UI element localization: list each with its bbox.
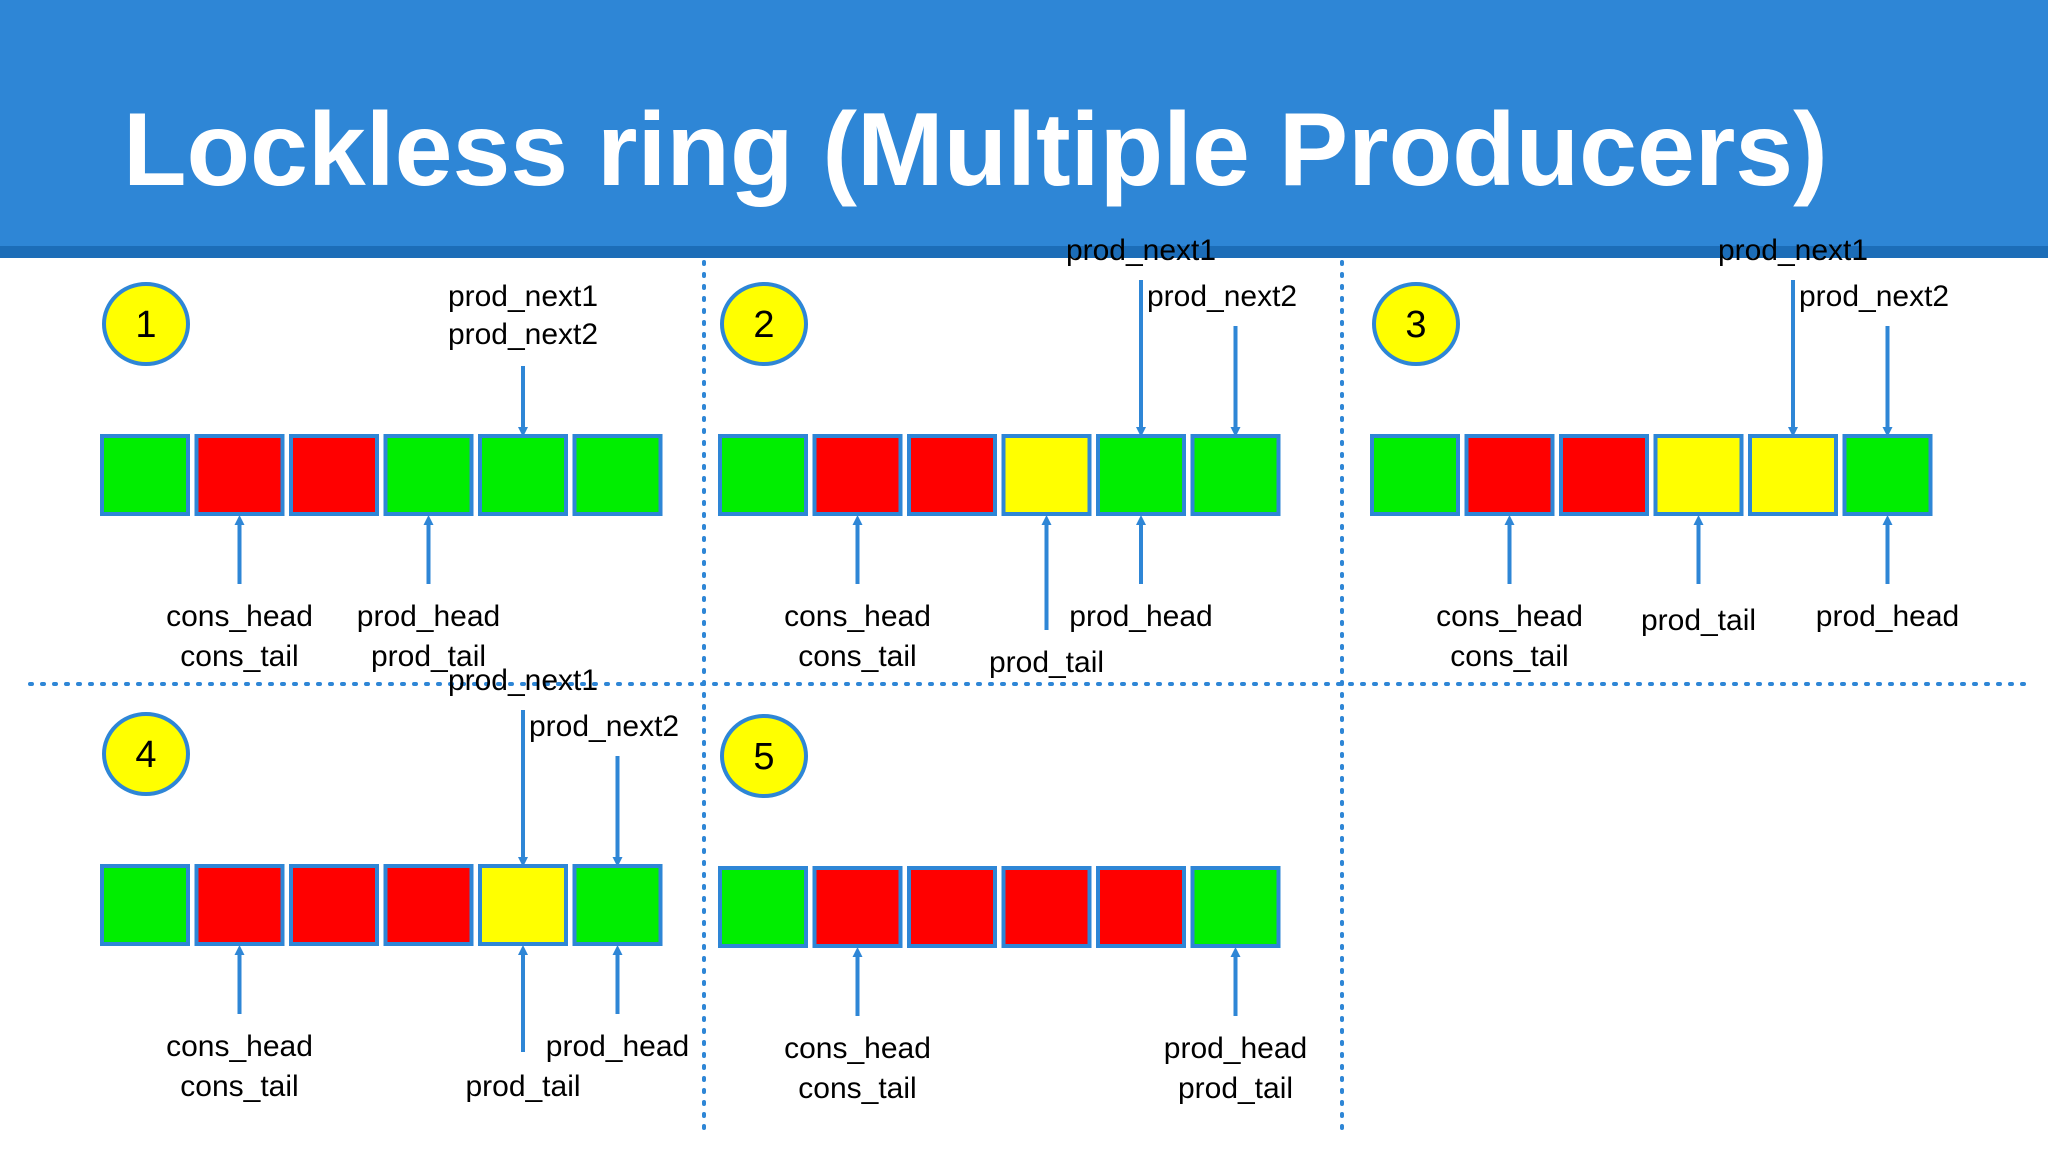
- slide-title: Lockless ring (Multiple Producers): [123, 92, 1828, 208]
- title-bar-underline: [0, 246, 2048, 258]
- step-badge-circle: [720, 282, 808, 366]
- ring-slot-green: [718, 434, 808, 516]
- ring-slot-green: [1842, 434, 1933, 516]
- ring-slot-red: [1001, 866, 1092, 948]
- step-badge-circle: [1372, 282, 1460, 366]
- ring-slot-green: [383, 434, 474, 516]
- label-prod-next1: prod_next1: [1718, 234, 1868, 267]
- label-prod-next2: prod_next2: [1147, 280, 1297, 313]
- step-badge: 3: [1372, 282, 1460, 366]
- ring-slot-red: [907, 866, 997, 948]
- ring-slot-red: [289, 434, 379, 516]
- ring-slot-green: [1190, 866, 1281, 948]
- label-cons-tail: cons_tail: [798, 640, 916, 673]
- step-number: 4: [135, 734, 156, 776]
- ring-slot-yellow: [1001, 434, 1092, 516]
- title-bar: [0, 0, 2048, 246]
- step-badge: 4: [102, 712, 190, 796]
- ring-slot-red: [194, 434, 285, 516]
- step-number: 1: [135, 304, 156, 346]
- step-number: 5: [753, 736, 774, 778]
- ring-slot-red: [1559, 434, 1649, 516]
- ring-slot-red: [812, 866, 903, 948]
- step-badge-circle: [720, 714, 808, 798]
- ring-panel-3: 3 prod_next1 prod_next2 cons_head cons_tail p…: [1370, 234, 1959, 673]
- label-cons-tail: cons_tail: [798, 1072, 916, 1105]
- step-number: 3: [1405, 304, 1426, 346]
- label-prod-next1: prod_next1: [448, 664, 598, 697]
- step-badge: 1: [102, 282, 190, 366]
- label-prod-tail: prod_tail: [465, 1070, 580, 1103]
- label-cons-head: cons_head: [784, 1032, 931, 1065]
- ring-panel-1: 1 prod_next1 prod_next2 cons_head cons_tail p…: [100, 280, 663, 673]
- step-badge-circle: [102, 282, 190, 366]
- label-prod-next1: prod_next1: [1066, 234, 1216, 267]
- label-cons-tail: cons_tail: [180, 1070, 298, 1103]
- label-prod-tail: prod_tail: [371, 640, 486, 673]
- label-prod-next2: prod_next2: [448, 318, 598, 351]
- ring-slot-green: [1190, 434, 1281, 516]
- ring-slot-yellow: [1748, 434, 1838, 516]
- ring-slot-red: [383, 864, 474, 946]
- ring-slot-red: [1464, 434, 1555, 516]
- label-cons-tail: cons_tail: [1450, 640, 1568, 673]
- label-prod-tail: prod_tail: [989, 646, 1104, 679]
- ring-slot-green: [572, 864, 663, 946]
- step-badge: 2: [720, 282, 808, 366]
- label-prod-head: prod_head: [1164, 1032, 1307, 1065]
- ring-slot-red: [812, 434, 903, 516]
- label-cons-tail: cons_tail: [180, 640, 298, 673]
- ring-slot-red: [289, 864, 379, 946]
- ring-slot-yellow: [1653, 434, 1744, 516]
- label-prod-tail: prod_tail: [1178, 1072, 1293, 1105]
- label-cons-head: cons_head: [166, 600, 313, 633]
- label-prod-head: prod_head: [546, 1030, 689, 1063]
- step-number: 2: [753, 304, 774, 346]
- ring-panel-5: 5 cons_head cons_tail prod_head prod_tail: [718, 714, 1307, 1105]
- label-cons-head: cons_head: [166, 1030, 313, 1063]
- ring-panel-4: 4 prod_next1 prod_next2 cons_head cons_tail p…: [100, 664, 689, 1103]
- ring-slot-green: [1370, 434, 1460, 516]
- label-prod-next2: prod_next2: [1799, 280, 1949, 313]
- label-prod-head: prod_head: [1816, 600, 1959, 633]
- ring-slot-yellow: [478, 864, 568, 946]
- ring-slot-green: [572, 434, 663, 516]
- ring-slot-green: [100, 434, 190, 516]
- ring-slot-green: [100, 864, 190, 946]
- ring-slot-green: [1096, 434, 1186, 516]
- label-cons-head: cons_head: [784, 600, 931, 633]
- ring-panel-2: 2 prod_next1 prod_next2 cons_head cons_tail p…: [718, 234, 1297, 679]
- label-cons-head: cons_head: [1436, 600, 1583, 633]
- ring-slot-red: [1096, 866, 1186, 948]
- label-prod-head: prod_head: [1069, 600, 1212, 633]
- step-badge-circle: [102, 712, 190, 796]
- label-prod-tail: prod_tail: [1641, 604, 1756, 637]
- ring-slot-green: [478, 434, 568, 516]
- label-prod-next1: prod_next1: [448, 280, 598, 313]
- ring-slot-red: [907, 434, 997, 516]
- label-prod-head: prod_head: [357, 600, 500, 633]
- ring-slot-green: [718, 866, 808, 948]
- ring-slot-red: [194, 864, 285, 946]
- step-badge: 5: [720, 714, 808, 798]
- label-prod-next2: prod_next2: [529, 710, 679, 743]
